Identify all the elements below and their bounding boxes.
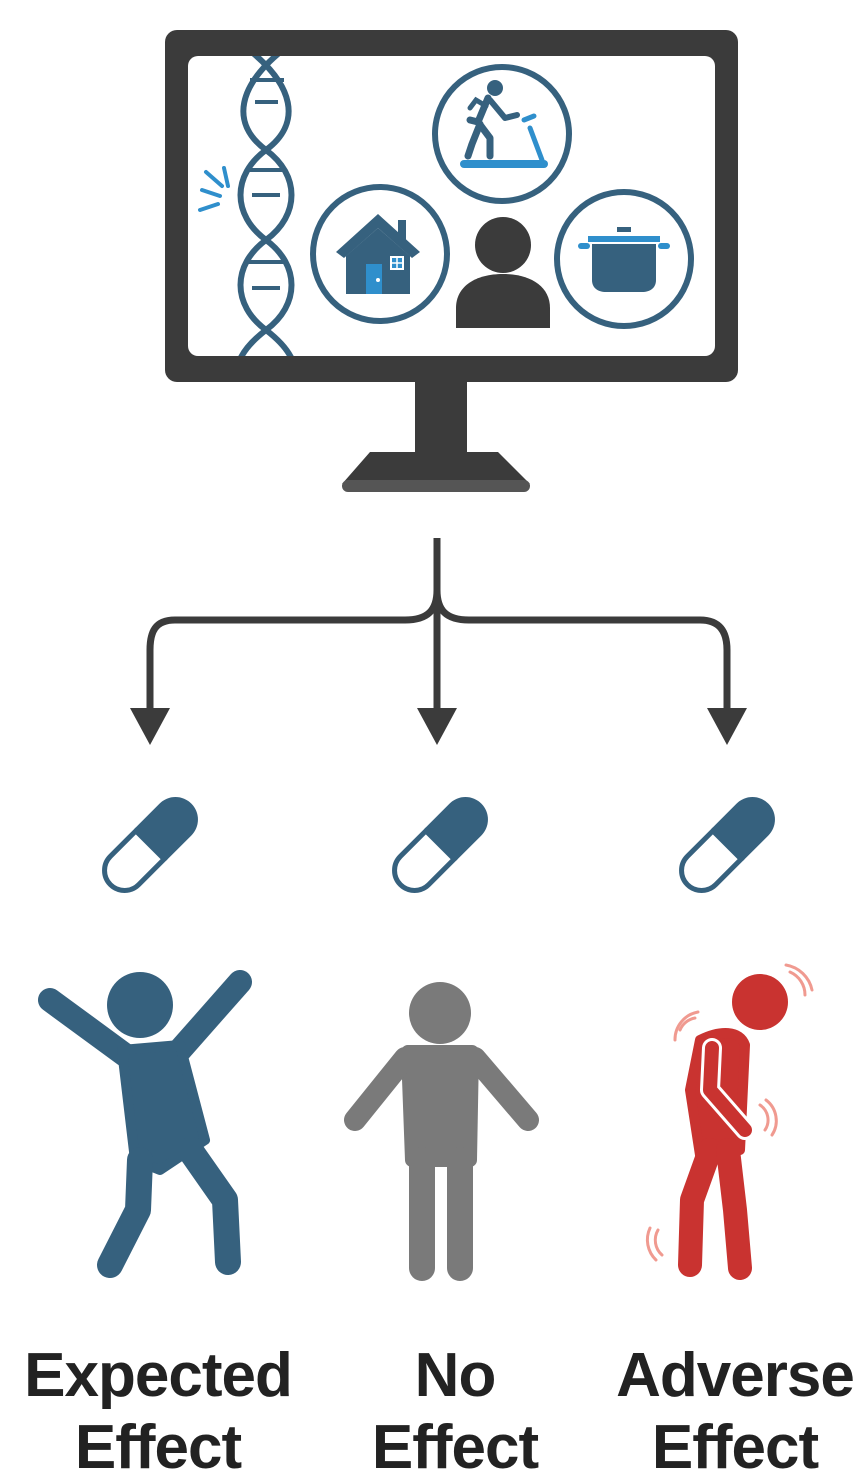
cooking-pot-icon xyxy=(554,189,694,329)
pill-capsule-icon xyxy=(671,788,784,901)
outcome-label-line2: Effect xyxy=(651,1413,819,1482)
branch-arrows xyxy=(146,538,731,712)
pill-capsule-icon xyxy=(384,788,497,901)
outcome-label-adverse: Adverse Effect xyxy=(585,1340,855,1484)
pill-capsule-icon xyxy=(94,788,207,901)
outcome-label-line2: Effect xyxy=(74,1413,242,1482)
sick-person-figure xyxy=(645,963,814,1280)
arrow-head-left xyxy=(130,708,170,745)
person-icon xyxy=(456,217,550,328)
outcome-label-line1: No xyxy=(414,1341,497,1410)
neutral-person-figure xyxy=(344,982,539,1281)
happy-person-figure xyxy=(38,970,252,1278)
dna-icon xyxy=(198,56,299,356)
treadmill-runner-icon xyxy=(432,64,572,204)
arrow-head-middle xyxy=(417,708,457,745)
outcome-label-line1: Adverse xyxy=(616,1341,855,1410)
outcome-label-expected: Expected Effect xyxy=(8,1340,308,1484)
outcome-label-no-effect: No Effect xyxy=(305,1340,605,1484)
outcome-label-line2: Effect xyxy=(371,1413,539,1482)
arrow-head-right xyxy=(707,708,747,745)
outcome-label-line1: Expected xyxy=(24,1341,293,1410)
house-icon xyxy=(310,184,450,324)
